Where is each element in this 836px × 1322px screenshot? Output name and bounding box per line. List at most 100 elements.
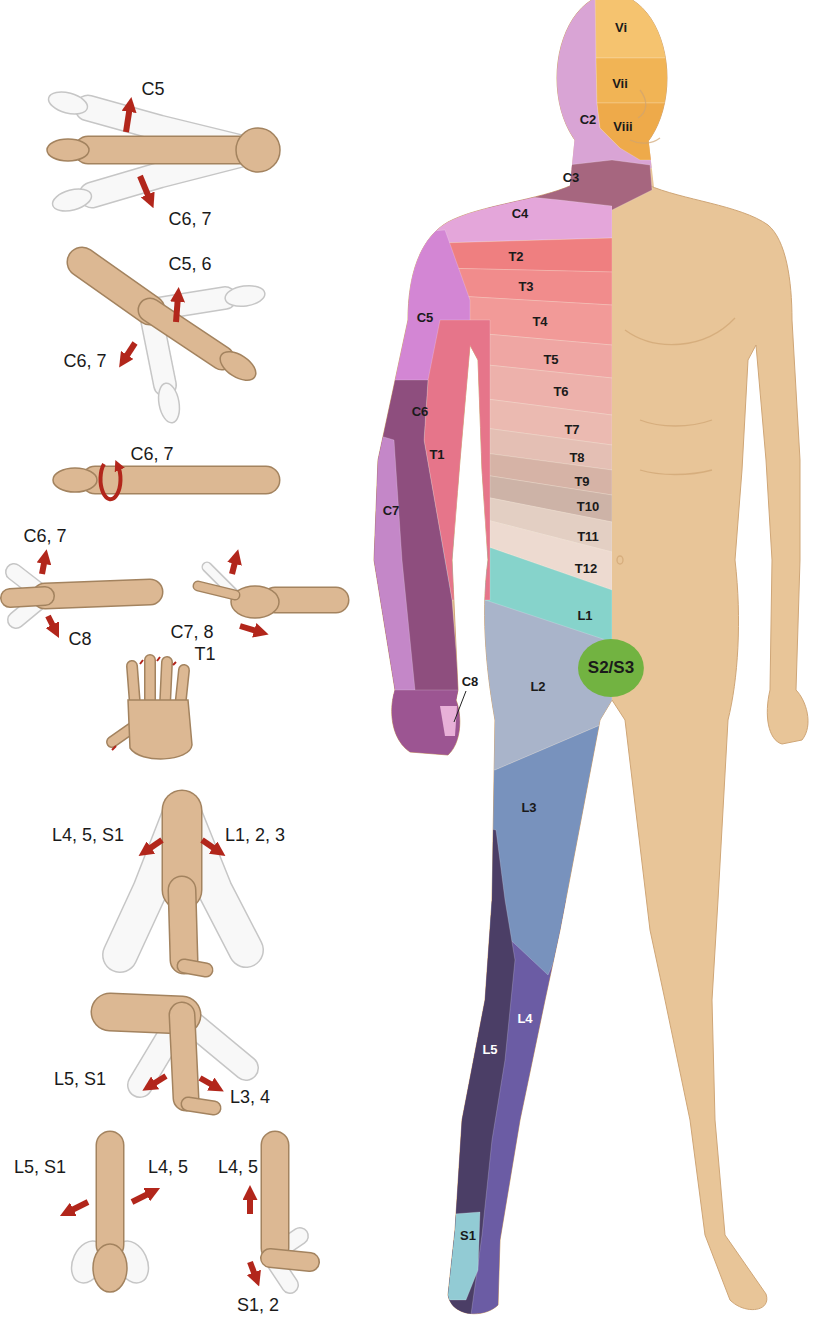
motion-label: L5, S1 [14,1158,66,1178]
shoulder-motion [88,108,250,150]
finger-motion [275,587,336,614]
dermatome-label: L3 [521,801,536,815]
dermatome-label: Vii [612,77,628,91]
wrist-motion [45,592,150,596]
disc-fill [578,639,644,697]
half-dermatomes [360,380,460,700]
dermatome-label: L2 [530,680,545,694]
dermatome-label: C7 [383,504,400,518]
motion-label: C7, 8 [170,623,213,643]
shoulder-motion [88,136,250,165]
elbow-motion [124,343,135,360]
foot-side-motion [250,1262,256,1278]
dermatome-label: T3 [518,280,533,294]
shoulder-motion [47,139,89,161]
dermatome-label: T4 [532,315,547,329]
head-dermatomes [596,58,680,103]
half-dermatomes [440,1212,480,1300]
dermatome-disc: S2/S3 [578,639,644,697]
half-dermatomes [440,530,612,642]
knee-motion [182,1015,186,1098]
foot-side-motion [270,1258,310,1262]
body-contour [640,420,712,426]
forearm-rotation [53,468,97,492]
motion-label: C6, 7 [63,352,106,372]
dermatome-label: T5 [543,353,558,367]
shoulder-motion [126,106,130,132]
dermatome-label: T10 [577,500,599,514]
hand-motion [128,700,192,759]
ankle-motion [97,1145,123,1245]
elbow-motion [224,283,266,308]
wrist-motion [10,558,150,630]
knee-motion [110,1012,246,1108]
finger-motion [198,586,235,595]
dermatome-label: T2 [508,250,523,264]
dermatome-label: L1 [577,609,592,623]
dermatome-label: L4 [517,1012,532,1026]
foot-side-motion [261,1145,290,1248]
hip-motion [182,890,184,960]
dermatome-label: T7 [564,423,579,437]
motion-label: S1, 2 [237,1296,279,1316]
half-dermatomes [360,430,416,700]
elbow-motion [176,296,178,322]
dermatome-label: C6 [412,405,429,419]
dermatome-label: Viii [613,120,632,134]
ankle-motion [93,1244,127,1292]
motion-label: L3, 4 [230,1088,270,1108]
hip-motion [146,840,162,851]
shoulder-motion [88,108,250,150]
motion-label: C8 [68,630,91,650]
shoulder-motion [50,185,94,215]
motion-label: C6, 7 [130,445,173,465]
motion-label: C5, 6 [168,255,211,275]
knee-motion [200,1078,216,1087]
hand-motion [112,657,176,750]
shoulder-motion [236,128,280,172]
motion-label: T1 [194,645,215,665]
hip-motion [184,966,206,970]
wrist-motion [45,592,150,596]
head-dermatomes [480,0,680,214]
foot-side-motion [262,1145,288,1248]
ankle-motion [132,1192,152,1202]
finger-motion [198,586,235,595]
motion-label: L4, 5 [218,1158,258,1178]
knee-motion [182,1015,186,1098]
dermatome-label: C5 [417,311,434,325]
half-dermatomes [440,238,612,272]
wrist-motion [42,558,45,574]
dermatome-label: S1 [460,1229,476,1243]
ankle-motion [68,1202,88,1212]
shoulder-motion [46,88,280,215]
dermatome-label: C4 [512,207,529,221]
hand-motion [112,657,192,759]
foot-side-motion [270,1258,310,1262]
finger-motion [275,588,336,612]
dermatome-label: C2 [580,113,597,127]
foot-side-motion [247,1194,253,1214]
body-contour [617,90,735,564]
body-contour [625,318,735,345]
finger-motion [240,626,260,632]
body-contour [617,556,623,564]
body-contour [638,90,646,118]
elbow-motion [150,310,222,358]
head-dermatomes [597,103,680,160]
elbow-motion [82,262,266,424]
half-dermatomes [360,194,612,1322]
knee-motion [150,1076,166,1086]
half-dermatomes [460,720,612,975]
motion-label: C6, 7 [23,527,66,547]
motion-label: C6, 7 [168,210,211,230]
finger-motion [232,558,236,574]
leader-line [454,691,466,722]
dermatome-label: C8 [462,675,479,689]
motion-label: L5, S1 [54,1070,106,1090]
shoulder-motion [46,88,90,118]
dermatome-label: T12 [575,562,597,576]
